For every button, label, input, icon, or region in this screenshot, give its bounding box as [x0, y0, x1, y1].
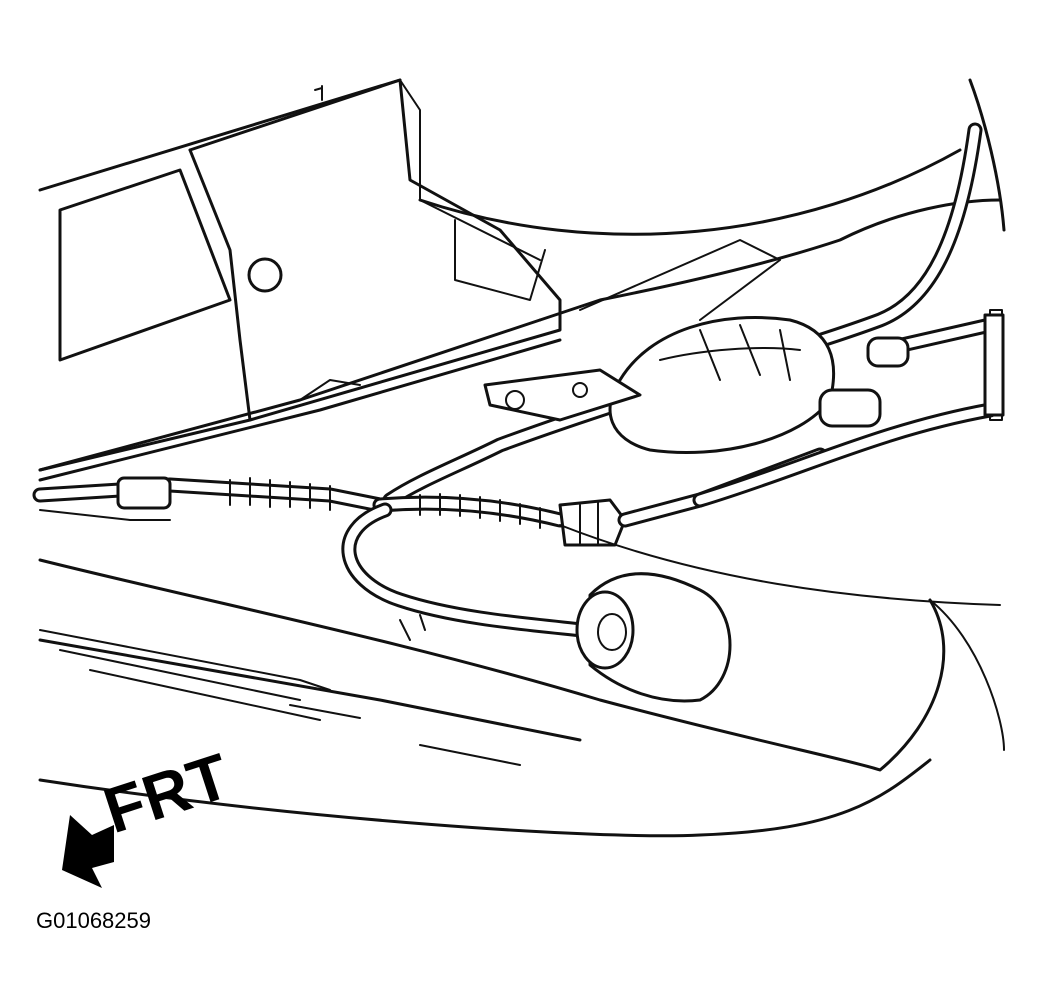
- body-panel: [418, 78, 1006, 322]
- equalizer-housing: [483, 316, 836, 454]
- corrugated-conduit: [372, 493, 627, 547]
- frame-rail: [38, 78, 562, 482]
- brake-cable-left: [32, 476, 388, 521]
- front-direction-arrow-icon: [62, 815, 114, 888]
- floor-pan: [38, 524, 1005, 838]
- brake-cable-rear: [617, 309, 1005, 528]
- figure-code: G01068259: [36, 908, 151, 933]
- muffler: [575, 572, 732, 703]
- cable-loop: [341, 502, 608, 640]
